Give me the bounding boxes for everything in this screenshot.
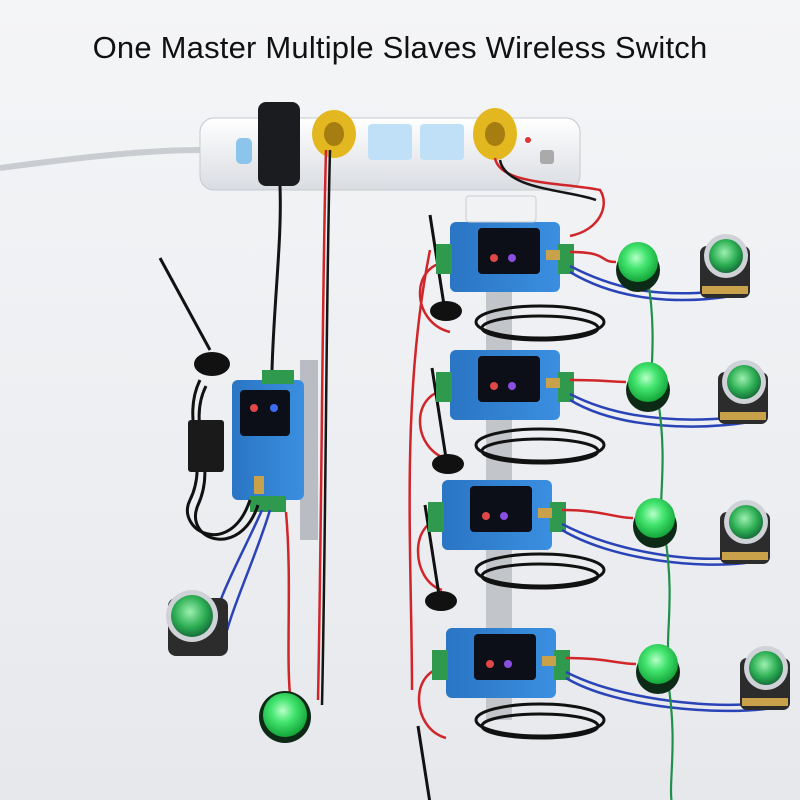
antenna — [416, 725, 432, 800]
terminal-block — [550, 502, 566, 532]
antenna-cable — [474, 702, 606, 738]
terminal-block — [436, 244, 452, 274]
din-bracket — [188, 420, 224, 472]
terminal-block — [428, 502, 444, 532]
antenna-cable — [474, 304, 606, 340]
antenna-cable — [474, 427, 606, 463]
indicator-lamp — [259, 691, 311, 743]
terminal-block — [558, 244, 574, 274]
power-module — [465, 195, 537, 223]
master-relay-module — [232, 370, 304, 512]
terminal-block — [436, 372, 452, 402]
power-cord — [0, 147, 201, 171]
antenna — [430, 367, 448, 459]
terminal-block — [432, 650, 448, 680]
page-title: One Master Multiple Slaves Wireless Swit… — [92, 30, 708, 65]
terminal-block — [558, 372, 574, 402]
terminal-block — [554, 650, 570, 680]
antenna — [423, 504, 441, 596]
din-rail — [300, 360, 318, 540]
antenna-cable — [474, 552, 606, 588]
yellow-plug — [312, 108, 517, 160]
push-button — [166, 590, 228, 656]
power-adapter — [258, 102, 300, 371]
